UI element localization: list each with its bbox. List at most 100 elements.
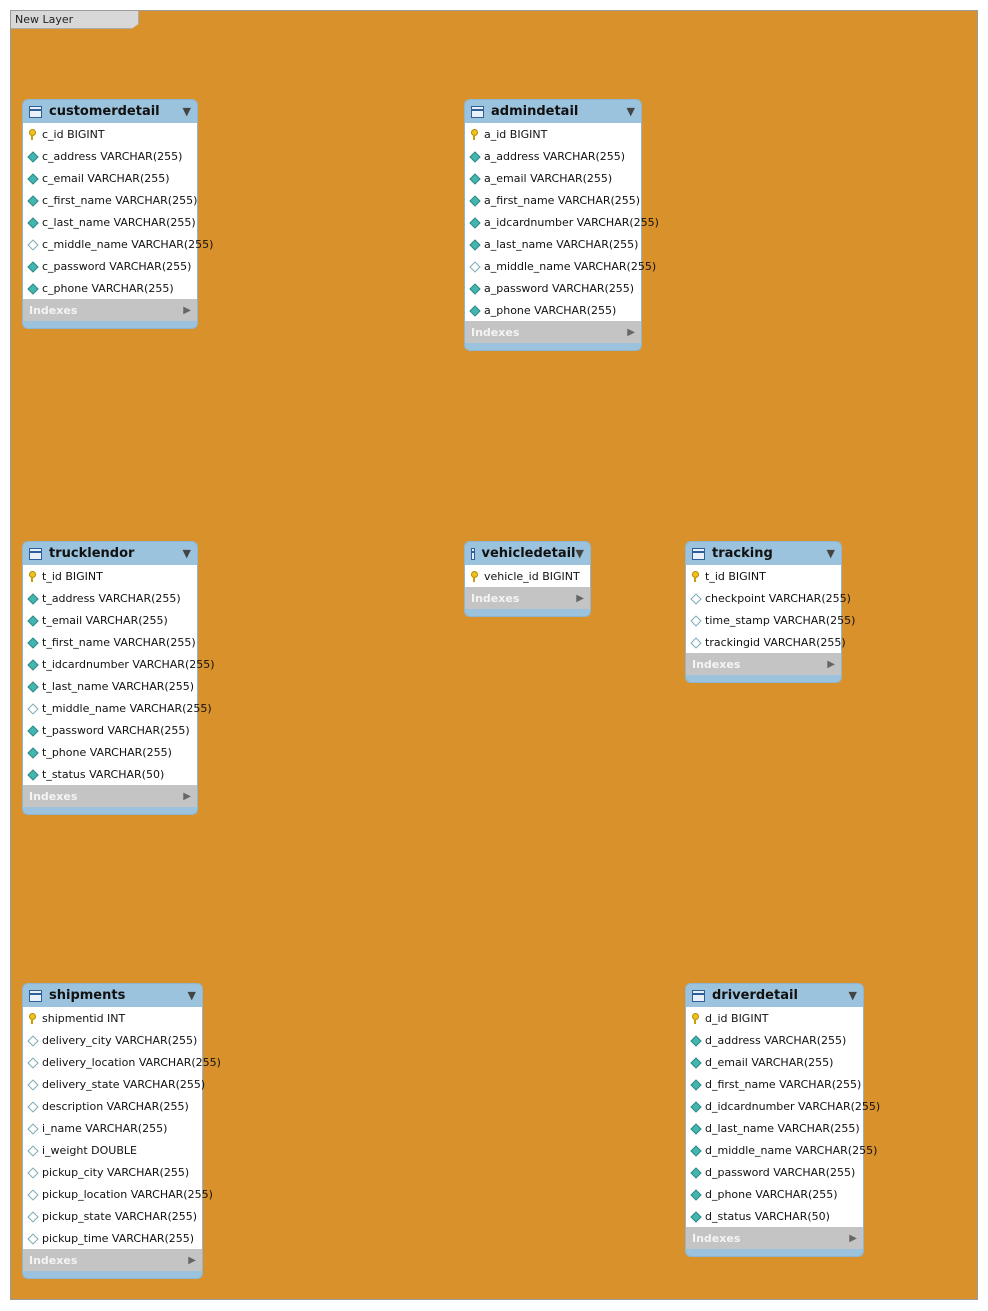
column-row[interactable]: t_status VARCHAR(50) bbox=[23, 763, 197, 785]
column-row[interactable]: pickup_state VARCHAR(255) bbox=[23, 1205, 202, 1227]
collapse-arrow-icon[interactable]: ▼ bbox=[182, 105, 191, 118]
table-header[interactable]: driverdetail▼ bbox=[686, 984, 863, 1007]
expand-arrow-icon[interactable]: ▶ bbox=[183, 790, 191, 802]
collapse-arrow-icon[interactable]: ▼ bbox=[826, 547, 835, 560]
table-icon bbox=[29, 547, 42, 560]
column-row[interactable]: a_id BIGINT bbox=[465, 123, 641, 145]
expand-arrow-icon[interactable]: ▶ bbox=[827, 658, 835, 670]
indexes-section[interactable]: Indexes▶ bbox=[23, 299, 197, 321]
column-row[interactable]: delivery_state VARCHAR(255) bbox=[23, 1073, 205, 1095]
column-row[interactable]: d_idcardnumber VARCHAR(255) bbox=[686, 1095, 880, 1117]
table-header[interactable]: vehicledetail▼ bbox=[465, 542, 590, 565]
column-row[interactable]: a_idcardnumber VARCHAR(255) bbox=[465, 211, 659, 233]
collapse-arrow-icon[interactable]: ▼ bbox=[575, 547, 584, 560]
expand-arrow-icon[interactable]: ▶ bbox=[183, 304, 191, 316]
indexes-section[interactable]: Indexes▶ bbox=[465, 587, 590, 609]
column-row[interactable]: c_password VARCHAR(255) bbox=[23, 255, 197, 277]
column-text: c_middle_name VARCHAR(255) bbox=[42, 237, 214, 251]
column-row[interactable]: c_middle_name VARCHAR(255) bbox=[23, 233, 213, 255]
column-row[interactable]: d_address VARCHAR(255) bbox=[686, 1029, 863, 1051]
column-row[interactable]: d_id BIGINT bbox=[686, 1007, 863, 1029]
column-row[interactable]: d_password VARCHAR(255) bbox=[686, 1161, 863, 1183]
diamond-filled-icon bbox=[690, 1167, 700, 1177]
column-row[interactable]: d_email VARCHAR(255) bbox=[686, 1051, 863, 1073]
column-row[interactable]: t_idcardnumber VARCHAR(255) bbox=[23, 653, 215, 675]
column-row[interactable]: c_id BIGINT bbox=[23, 123, 197, 145]
table-admindetail[interactable]: admindetail▼ a_id BIGINT a_address VARCHAR… bbox=[465, 100, 659, 350]
column-row[interactable]: c_phone VARCHAR(255) bbox=[23, 277, 197, 299]
column-row[interactable]: d_last_name VARCHAR(255) bbox=[686, 1117, 863, 1139]
column-row[interactable]: time_stamp VARCHAR(255) bbox=[686, 609, 855, 631]
column-row[interactable]: a_phone VARCHAR(255) bbox=[465, 299, 641, 321]
expand-arrow-icon[interactable]: ▶ bbox=[576, 592, 584, 604]
column-text: checkpoint VARCHAR(255) bbox=[705, 591, 851, 605]
column-row[interactable]: a_first_name VARCHAR(255) bbox=[465, 189, 641, 211]
column-row[interactable]: t_password VARCHAR(255) bbox=[23, 719, 197, 741]
key-icon bbox=[690, 571, 700, 582]
indexes-label: Indexes bbox=[471, 325, 520, 339]
column-row[interactable]: checkpoint VARCHAR(255) bbox=[686, 587, 851, 609]
column-row[interactable]: t_first_name VARCHAR(255) bbox=[23, 631, 197, 653]
indexes-section[interactable]: Indexes▶ bbox=[23, 785, 197, 807]
column-row[interactable]: description VARCHAR(255) bbox=[23, 1095, 202, 1117]
table-header[interactable]: shipments▼ bbox=[23, 984, 202, 1007]
table-name: tracking bbox=[712, 546, 773, 561]
indexes-section[interactable]: Indexes ▶ bbox=[465, 321, 641, 343]
column-row[interactable]: i_weight DOUBLE bbox=[23, 1139, 202, 1161]
column-row[interactable]: a_password VARCHAR(255) bbox=[465, 277, 641, 299]
diamond-empty-icon bbox=[27, 239, 37, 249]
indexes-section[interactable]: Indexes▶ bbox=[686, 1227, 863, 1249]
column-row[interactable]: t_phone VARCHAR(255) bbox=[23, 741, 197, 763]
column-row[interactable]: d_middle_name VARCHAR(255) bbox=[686, 1139, 877, 1161]
column-row[interactable]: pickup_city VARCHAR(255) bbox=[23, 1161, 202, 1183]
column-row[interactable]: d_first_name VARCHAR(255) bbox=[686, 1073, 863, 1095]
column-row[interactable]: delivery_city VARCHAR(255) bbox=[23, 1029, 202, 1051]
indexes-section[interactable]: Indexes▶ bbox=[23, 1249, 202, 1271]
column-row[interactable]: c_address VARCHAR(255) bbox=[23, 145, 197, 167]
column-row[interactable]: trackingid VARCHAR(255) bbox=[686, 631, 846, 653]
column-row[interactable]: d_status VARCHAR(50) bbox=[686, 1205, 863, 1227]
collapse-arrow-icon[interactable]: ▼ bbox=[626, 105, 635, 118]
column-row[interactable]: pickup_location VARCHAR(255) bbox=[23, 1183, 213, 1205]
column-row[interactable]: a_email VARCHAR(255) bbox=[465, 167, 641, 189]
column-row[interactable]: c_email VARCHAR(255) bbox=[23, 167, 197, 189]
collapse-arrow-icon[interactable]: ▼ bbox=[848, 989, 857, 1002]
table-header[interactable]: customerdetail▼ bbox=[23, 100, 197, 123]
indexes-section[interactable]: Indexes▶ bbox=[686, 653, 841, 675]
column-row[interactable]: shipmentid INT bbox=[23, 1007, 202, 1029]
column-text: a_id BIGINT bbox=[484, 127, 548, 141]
column-text: trackingid VARCHAR(255) bbox=[705, 635, 846, 649]
column-row[interactable]: t_address VARCHAR(255) bbox=[23, 587, 197, 609]
column-row[interactable]: t_id BIGINT bbox=[23, 565, 197, 587]
expand-arrow-icon[interactable]: ▶ bbox=[188, 1254, 196, 1266]
expand-arrow-icon[interactable]: ▶ bbox=[627, 326, 635, 338]
column-row[interactable]: a_address VARCHAR(255) bbox=[465, 145, 641, 167]
column-row[interactable]: d_phone VARCHAR(255) bbox=[686, 1183, 863, 1205]
column-row[interactable]: t_last_name VARCHAR(255) bbox=[23, 675, 197, 697]
column-row[interactable]: t_email VARCHAR(255) bbox=[23, 609, 197, 631]
layer-title[interactable]: New Layer bbox=[11, 11, 139, 29]
column-row[interactable]: t_middle_name VARCHAR(255) bbox=[23, 697, 212, 719]
table-header[interactable]: tracking ▼ bbox=[686, 542, 841, 565]
column-row[interactable]: pickup_time VARCHAR(255) bbox=[23, 1227, 202, 1249]
table-header[interactable]: admindetail▼ bbox=[465, 100, 641, 123]
column-row[interactable]: a_middle_name VARCHAR(255) bbox=[465, 255, 656, 277]
column-row[interactable]: i_name VARCHAR(255) bbox=[23, 1117, 202, 1139]
table-icon bbox=[29, 989, 42, 1002]
column-row[interactable]: c_last_name VARCHAR(255) bbox=[23, 211, 197, 233]
collapse-arrow-icon[interactable]: ▼ bbox=[182, 547, 191, 560]
table-tracking[interactable]: tracking ▼ t_id BIGINT checkpoint VARCHAR(2… bbox=[686, 542, 855, 682]
expand-arrow-icon[interactable]: ▶ bbox=[849, 1232, 857, 1244]
column-row[interactable]: vehicle_id BIGINT bbox=[465, 565, 590, 587]
column-row[interactable]: a_last_name VARCHAR(255) bbox=[465, 233, 641, 255]
table-header[interactable]: trucklendor▼ bbox=[23, 542, 197, 565]
collapse-arrow-icon[interactable]: ▼ bbox=[187, 989, 196, 1002]
column-row[interactable]: delivery_location VARCHAR(255) bbox=[23, 1051, 221, 1073]
column-row[interactable]: t_id BIGINT bbox=[686, 565, 841, 587]
column-row[interactable]: c_first_name VARCHAR(255) bbox=[23, 189, 197, 211]
